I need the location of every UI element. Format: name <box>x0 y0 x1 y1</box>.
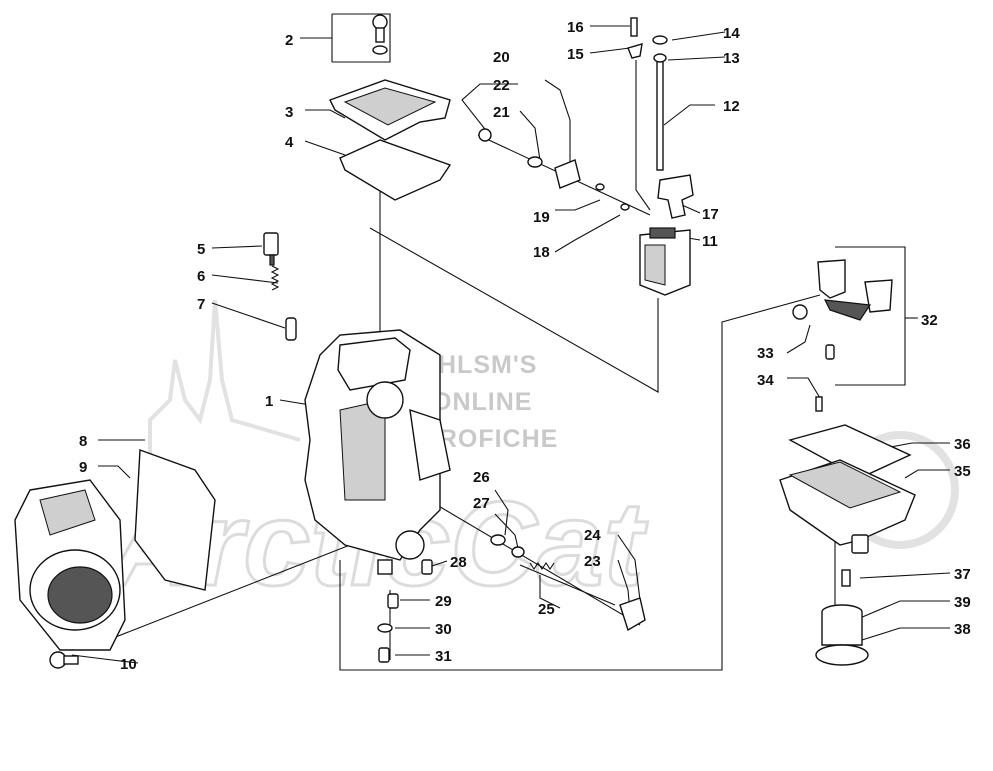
part-carburetor-body <box>304 329 451 575</box>
callout-36: 36 <box>954 436 971 453</box>
callout-37: 37 <box>954 566 971 583</box>
part-flange-screw <box>49 651 79 669</box>
callout-9: 9 <box>79 459 87 476</box>
callout-39: 39 <box>954 594 971 611</box>
watermark-skyline <box>148 299 301 470</box>
callout-28: 28 <box>450 554 467 571</box>
part-top-cover-detail <box>343 87 437 126</box>
callout-10: 10 <box>120 656 137 673</box>
callout-17: 17 <box>702 206 719 223</box>
part-float-bowl <box>779 424 916 554</box>
callout-2: 2 <box>285 32 293 49</box>
part-pilot-jet <box>421 559 433 575</box>
callout-38: 38 <box>954 621 971 638</box>
callout-29: 29 <box>435 593 452 610</box>
part-main-jet <box>378 647 390 663</box>
callouts: 2 3 4 5 6 7 1 8 9 10 16 15 14 13 12 20 2… <box>79 19 971 673</box>
callout-21: 21 <box>493 104 510 121</box>
callout-5: 5 <box>197 241 205 258</box>
part-idle-adjust <box>263 232 297 341</box>
watermark-line-1: HLSM'S <box>438 351 537 379</box>
callout-3: 3 <box>285 104 293 121</box>
callout-31: 31 <box>435 648 452 665</box>
callout-12: 12 <box>723 98 740 115</box>
part-drain-plug <box>815 604 869 666</box>
part-pilot-screw <box>519 562 646 632</box>
callout-33: 33 <box>757 345 774 362</box>
callout-15: 15 <box>567 46 584 63</box>
callout-16: 16 <box>567 19 584 36</box>
callout-6: 6 <box>197 268 205 285</box>
part-cover-gasket <box>339 139 452 201</box>
callout-19: 19 <box>533 209 550 226</box>
callout-34: 34 <box>757 372 774 389</box>
part-intake-flange <box>14 479 126 651</box>
callout-4: 4 <box>285 134 294 151</box>
callout-30: 30 <box>435 621 452 638</box>
callout-1: 1 <box>265 393 273 410</box>
callout-26: 26 <box>473 469 490 486</box>
part-float-assembly <box>792 259 893 412</box>
part-screw-top-cover <box>372 14 388 55</box>
callout-18: 18 <box>533 244 550 261</box>
callout-14: 14 <box>723 25 740 42</box>
part-bowl-screw <box>841 569 851 587</box>
callout-24: 24 <box>584 527 601 544</box>
part-throttle-shaft <box>478 128 630 211</box>
part-flange-gasket <box>134 449 216 591</box>
callout-22: 22 <box>493 77 510 94</box>
part-throttle-slide <box>639 227 691 296</box>
callout-23: 23 <box>584 553 601 570</box>
callout-8: 8 <box>79 433 87 450</box>
callout-7: 7 <box>197 296 205 313</box>
parts <box>14 14 916 669</box>
callout-32: 32 <box>921 312 938 329</box>
part-slide-bracket <box>657 174 694 219</box>
part-washer <box>511 546 525 558</box>
part-main-jet-holder <box>387 593 399 609</box>
callout-25: 25 <box>538 601 555 618</box>
watermark-line-2: ONLINE <box>432 388 532 416</box>
part-oring <box>490 534 506 546</box>
callout-27: 27 <box>473 495 490 512</box>
callout-13: 13 <box>723 50 740 67</box>
callout-20: 20 <box>493 49 510 66</box>
part-jet-washer <box>377 623 393 633</box>
callout-35: 35 <box>954 463 971 480</box>
part-jet-needle <box>627 17 668 211</box>
callout-11: 11 <box>702 233 718 250</box>
